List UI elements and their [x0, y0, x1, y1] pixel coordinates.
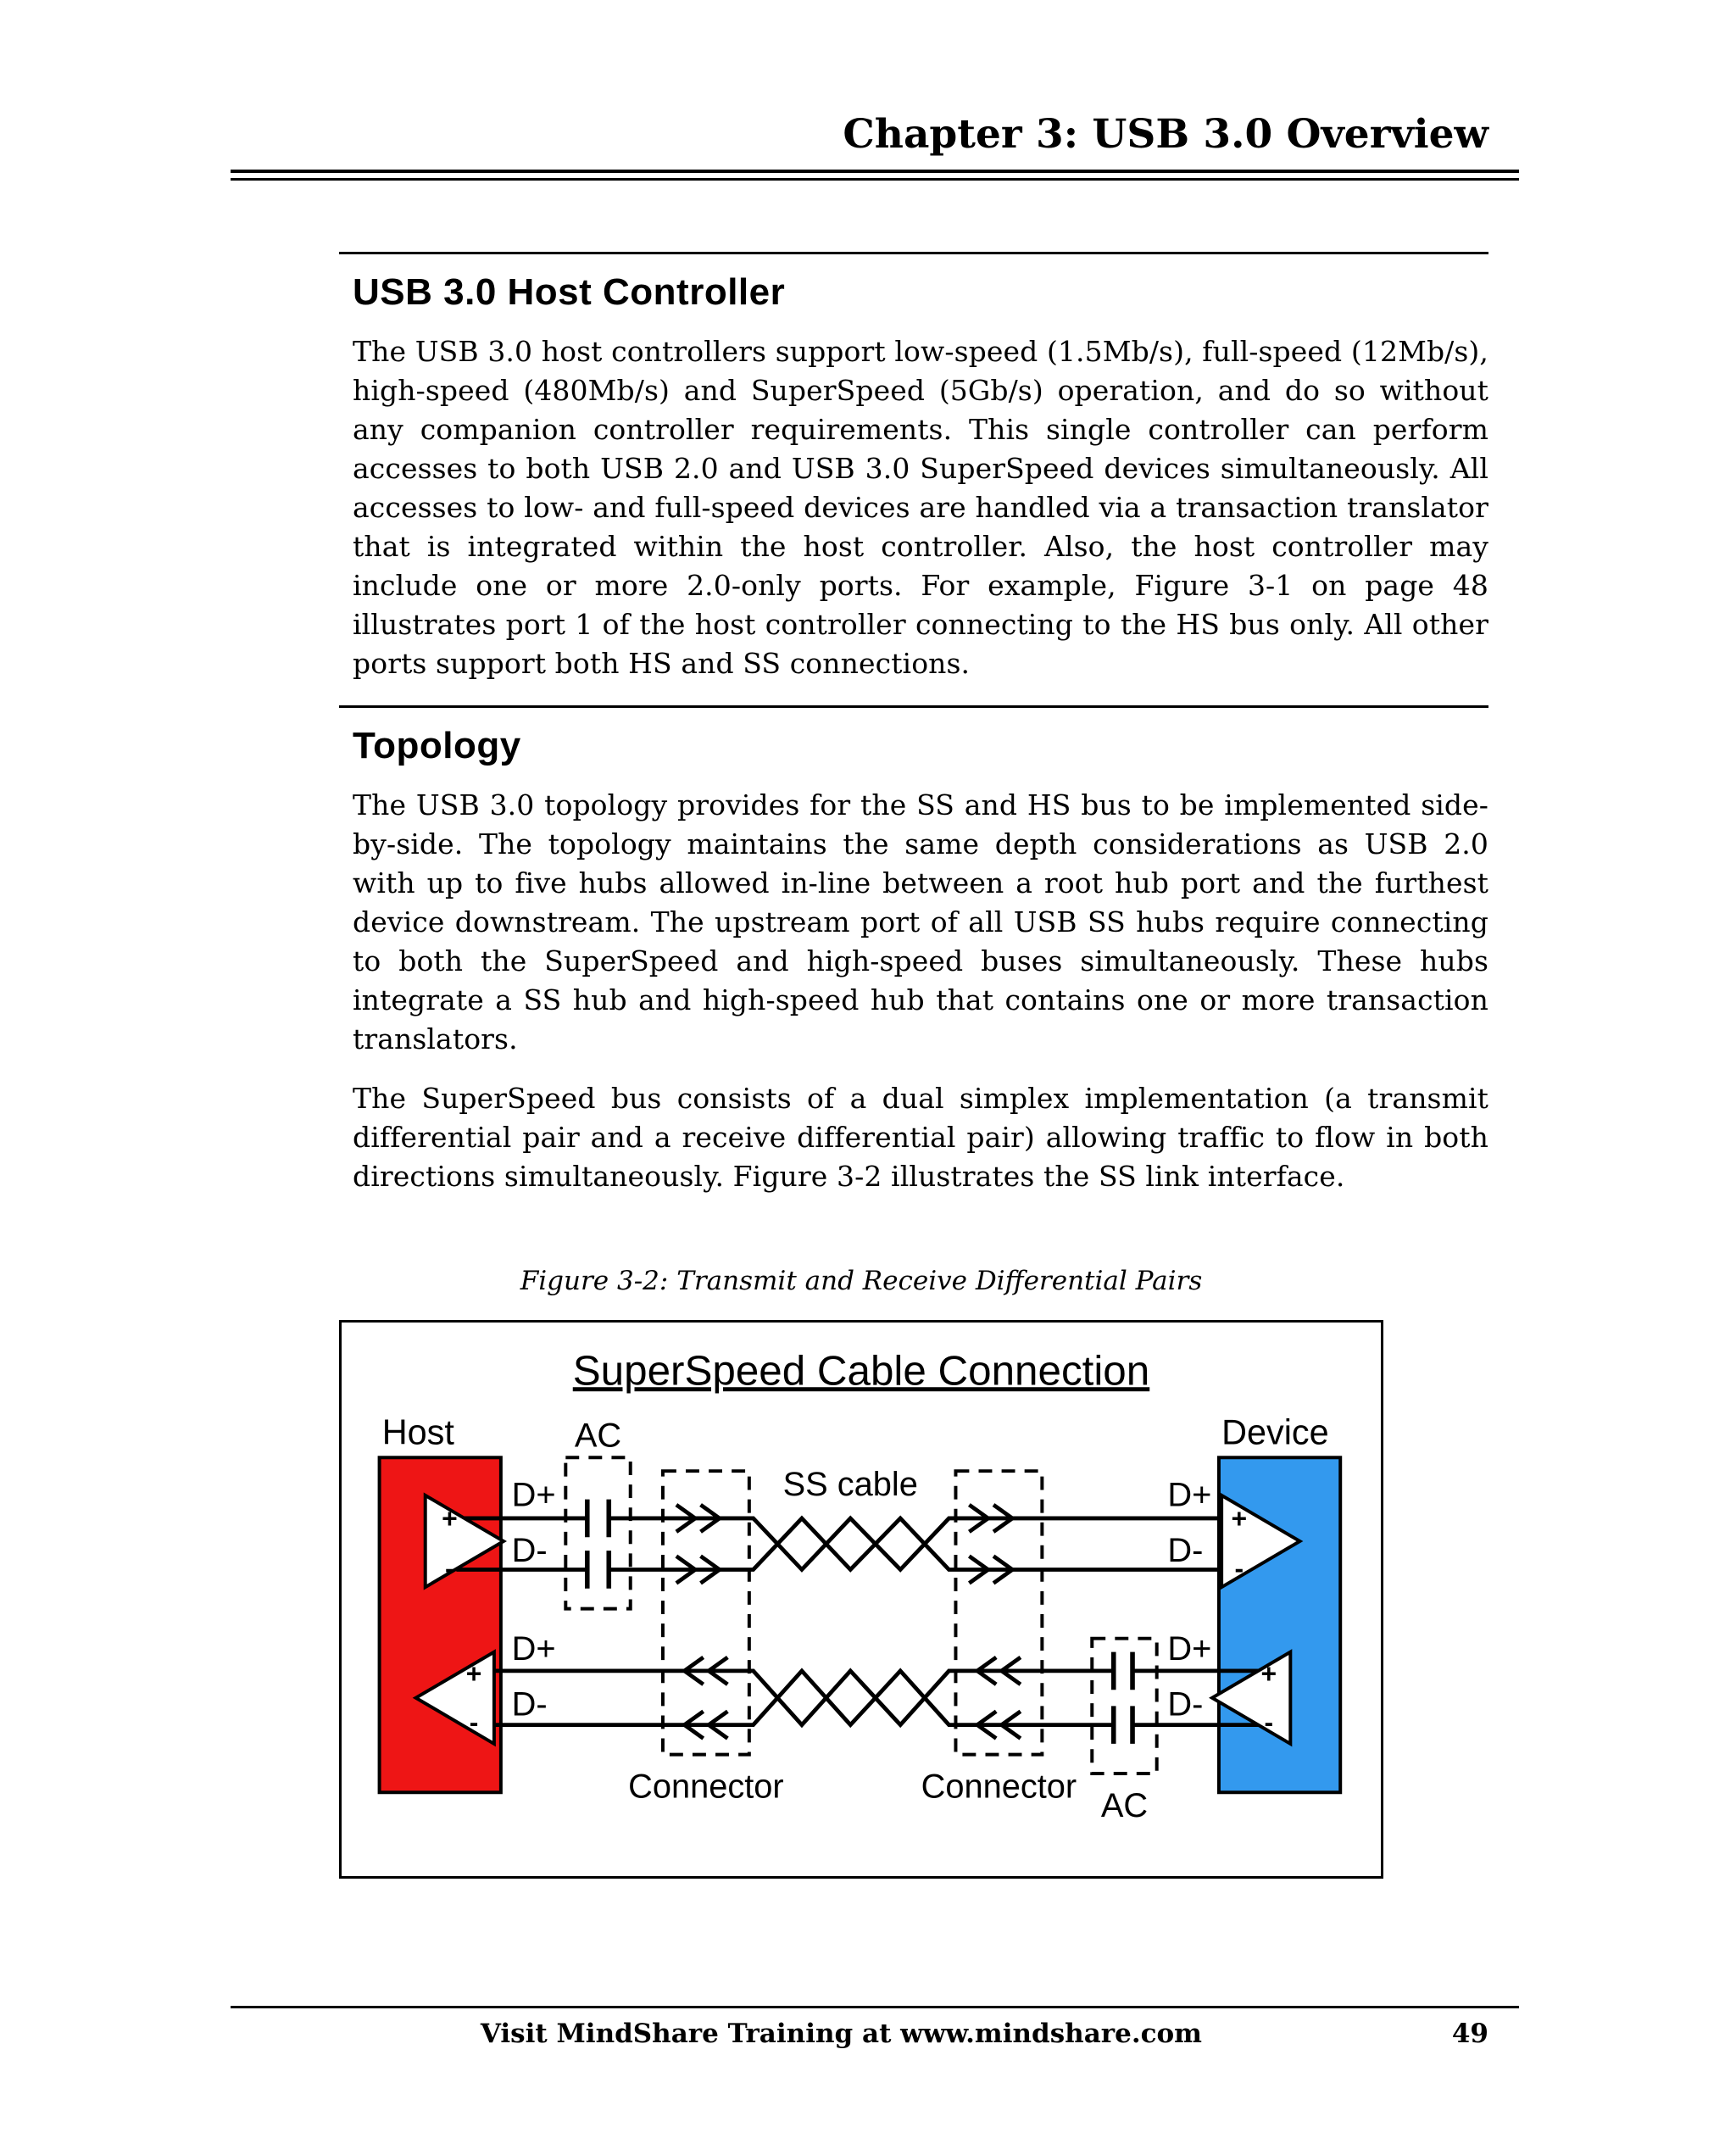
- ss-cable-label: SS cable: [783, 1466, 918, 1503]
- paragraph-topology-1: The USB 3.0 topology provides for the SS…: [353, 788, 1488, 1055]
- dplus-label: D+: [512, 1630, 556, 1668]
- device-rx-receiver: [1220, 1492, 1304, 1590]
- dminus-label: D-: [1167, 1685, 1203, 1723]
- dplus-label: D+: [1167, 1630, 1211, 1668]
- plus-label: +: [466, 1658, 482, 1689]
- device-label: Device: [1221, 1412, 1329, 1451]
- paragraph-host-controller: The USB 3.0 host controllers support low…: [353, 335, 1488, 680]
- footer-text: Visit MindShare Training at www.mindshar…: [480, 2019, 1202, 2049]
- ac-box-host: [564, 1456, 632, 1611]
- host-label: Host: [382, 1412, 455, 1451]
- rx-dminus-wire: [483, 1668, 1287, 1729]
- figure-box: SuperSpeed Cable Connection Host Device: [339, 1320, 1383, 1879]
- tx-dminus-wire: [456, 1515, 1225, 1573]
- rx-direction-chevrons: [681, 1656, 1022, 1740]
- ac-label-device: AC: [1101, 1787, 1148, 1824]
- plus-label: +: [1261, 1658, 1277, 1689]
- minus-label: -: [1235, 1553, 1244, 1584]
- rx-dplus-wire: [483, 1668, 1287, 1729]
- connector-label-right: Connector: [921, 1768, 1077, 1806]
- minus-label: -: [1265, 1707, 1274, 1738]
- superspeed-diagram: SuperSpeed Cable Connection Host Device: [377, 1347, 1343, 1824]
- dplus-label: D+: [512, 1477, 556, 1514]
- ac-box-device: [1090, 1636, 1159, 1775]
- host-tx-driver: [423, 1492, 508, 1590]
- plus-label: +: [1232, 1503, 1248, 1534]
- paragraph-topology-2: The SuperSpeed bus consists of a dual si…: [353, 1082, 1488, 1193]
- connector-box-left: [660, 1469, 751, 1757]
- dminus-label: D-: [512, 1532, 548, 1569]
- connector-box-right: [954, 1469, 1044, 1757]
- section-rule: [339, 252, 1488, 254]
- tx-direction-chevrons: [675, 1503, 1016, 1585]
- footer-row: Visit MindShare Training at www.mindshar…: [231, 2017, 1519, 2051]
- header-double-rule: [231, 170, 1519, 181]
- host-rx-receiver: [412, 1649, 496, 1747]
- ac-capacitors-host: [584, 1499, 612, 1589]
- tx-dplus-wire: [456, 1515, 1225, 1573]
- figure-caption: Figure 3-2: Transmit and Receive Differe…: [520, 1266, 1203, 1296]
- section-host-controller: USB 3.0 Host Controller The USB 3.0 host…: [339, 252, 1488, 683]
- section-rule: [339, 705, 1488, 708]
- ac-label-host: AC: [575, 1417, 621, 1455]
- page-header: Chapter 3: USB 3.0 Overview: [231, 0, 1519, 181]
- dminus-label: D-: [1167, 1532, 1203, 1569]
- figure-3-2: Figure 3-2: Transmit and Receive Differe…: [339, 1264, 1383, 1879]
- footer-rule: [231, 2006, 1519, 2008]
- section-heading-topology: Topology: [353, 725, 521, 766]
- section-heading-host-controller: USB 3.0 Host Controller: [353, 271, 786, 313]
- minus-label: -: [445, 1553, 454, 1584]
- connector-label-left: Connector: [628, 1768, 784, 1806]
- diagram-title: SuperSpeed Cable Connection: [573, 1347, 1149, 1394]
- plus-label: +: [442, 1503, 458, 1534]
- page-content: USB 3.0 Host Controller The USB 3.0 host…: [339, 252, 1488, 1879]
- device-tx-driver: [1209, 1649, 1293, 1747]
- section-topology: Topology The USB 3.0 topology provides f…: [339, 705, 1488, 1196]
- dplus-label: D+: [1167, 1477, 1211, 1514]
- chapter-title: Chapter 3: USB 3.0 Overview: [843, 111, 1488, 158]
- dminus-label: D-: [512, 1685, 548, 1723]
- ac-capacitors-device: [1110, 1651, 1135, 1744]
- page-footer: Visit MindShare Training at www.mindshar…: [231, 2006, 1519, 2051]
- minus-label: -: [470, 1707, 479, 1738]
- page-number: 49: [1451, 2019, 1488, 2049]
